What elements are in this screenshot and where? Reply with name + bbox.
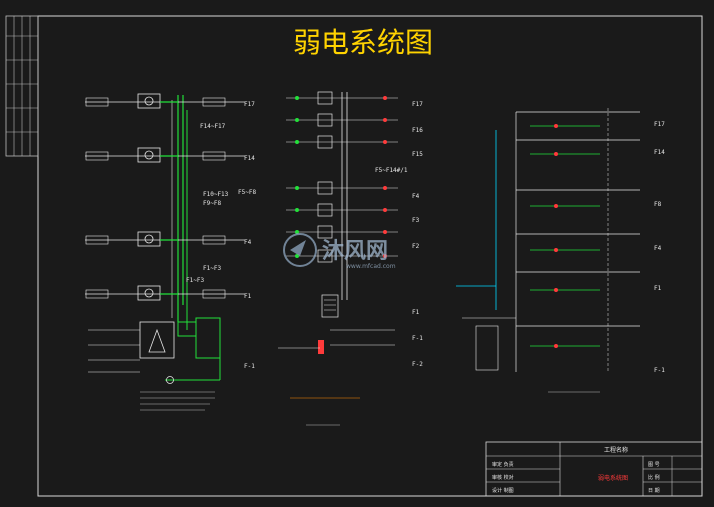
left-floor-row-f14 [85, 147, 245, 163]
title-block-right-label-1: 图 号 [648, 462, 660, 468]
left-floor-row-f4 [85, 231, 245, 247]
middle-floor-row-f2 [286, 225, 398, 239]
middle-floor-row-f16 [286, 113, 398, 127]
left-floor-label-f14: F14 [244, 155, 255, 162]
title-block-project-label: 工程名称 [604, 446, 628, 454]
middle-floor-label-f2: F2 [412, 243, 420, 250]
middle-floor-label-f1: F1 [412, 309, 420, 316]
middle-floor-label-f16: F16 [412, 127, 423, 134]
title-block-drawing-name: 弱电系统图 [598, 474, 628, 482]
left-floor-label-f10-f13: F10~F13 [203, 191, 229, 198]
left-floor-row-f17 [85, 93, 245, 109]
right-row-tag-f17: F17 [654, 121, 665, 128]
right-row-tag-f-1: F-1 [654, 367, 665, 374]
left-floor-label-f17: F17 [244, 101, 255, 108]
sheet-frame [37, 15, 703, 497]
right-floor-row-f1 [516, 271, 640, 292]
middle-floor-row-f17 [286, 91, 398, 105]
watermark-logo: 沐风网 www.mfcad.com [283, 233, 396, 270]
middle-floor-row-f1 [286, 249, 398, 263]
right-floor-row-f14 [516, 139, 640, 156]
middle-floor-label-f-1: F-1 [412, 335, 423, 342]
right-floor-row-f8 [516, 189, 640, 208]
watermark-name: 沐风网 [322, 239, 388, 264]
right-row-tag-f4: F4 [654, 245, 662, 252]
left-mid-label-f14-f17: F14~F17 [200, 123, 226, 130]
right-floor-row-f4 [516, 233, 640, 252]
right-service-entry [456, 285, 600, 393]
title-block-right-label-3: 日 期 [648, 488, 660, 494]
middle-floor-label-f4: F4 [412, 193, 420, 200]
right-row-tag-f14: F14 [654, 149, 665, 156]
middle-floor-label-f5-f14: F5~F14#/1 [375, 167, 408, 174]
left-floor-row-f1 [85, 285, 245, 301]
left-floor-label-f9-f8: F9~F8 [203, 200, 221, 207]
left-floor-label-f1-f3: F1~F3 [203, 265, 221, 272]
right-row-tag-f8: F8 [654, 201, 662, 208]
middle-floor-row-f15 [286, 135, 398, 149]
left-floor-label-f4: F4 [244, 239, 252, 246]
drawing-title: 弱电系统图 [293, 26, 433, 59]
title-block: 工程名称 弱电系统图 审定 负责 审核 校对 设计 制图 图 号 比 例 日 期 [485, 441, 703, 497]
right-floor-row-f17 [516, 111, 640, 128]
middle-floor-label-f17: F17 [412, 101, 423, 108]
middle-floor-row-f3 [286, 203, 398, 217]
left-basement-equipment [88, 305, 221, 411]
title-block-right-label-2: 比 例 [648, 474, 660, 481]
watermark-url: www.mfcad.com [346, 263, 396, 270]
revision-strip [5, 15, 39, 157]
middle-floor-label-f-2: F-2 [412, 361, 423, 368]
middle-basement-equipment [278, 294, 395, 426]
right-floor-row-f-1 [516, 325, 640, 348]
middle-floor-row-f4 [286, 181, 398, 195]
middle-riser-system: F17 F16 F15 F5~F14#/1 F4 F3 F2 F1 F-1 F-… [278, 91, 423, 426]
left-riser-system: F17 F14 F10~F13 F9~F8 F4 F1~F3 F1 F-1 F1… [85, 93, 256, 411]
right-riser-system: F17 F14 F8 F4 F1 F-1 [456, 108, 665, 393]
left-floor-label-f1: F1 [244, 293, 252, 300]
middle-floor-label-f3: F3 [412, 217, 420, 224]
title-block-row-2: 审核 校对 [492, 474, 514, 481]
left-mid-label-f1-f3: F1~F3 [186, 277, 204, 284]
left-floor-label-f-1: F-1 [244, 363, 255, 370]
right-row-tag-f1: F1 [654, 285, 662, 292]
title-block-row-3: 设计 制图 [492, 487, 514, 494]
middle-floor-label-f15: F15 [412, 151, 423, 158]
title-block-row-1: 审定 负责 [492, 461, 514, 468]
left-mid-label-f5-f8: F5~F8 [238, 189, 256, 196]
